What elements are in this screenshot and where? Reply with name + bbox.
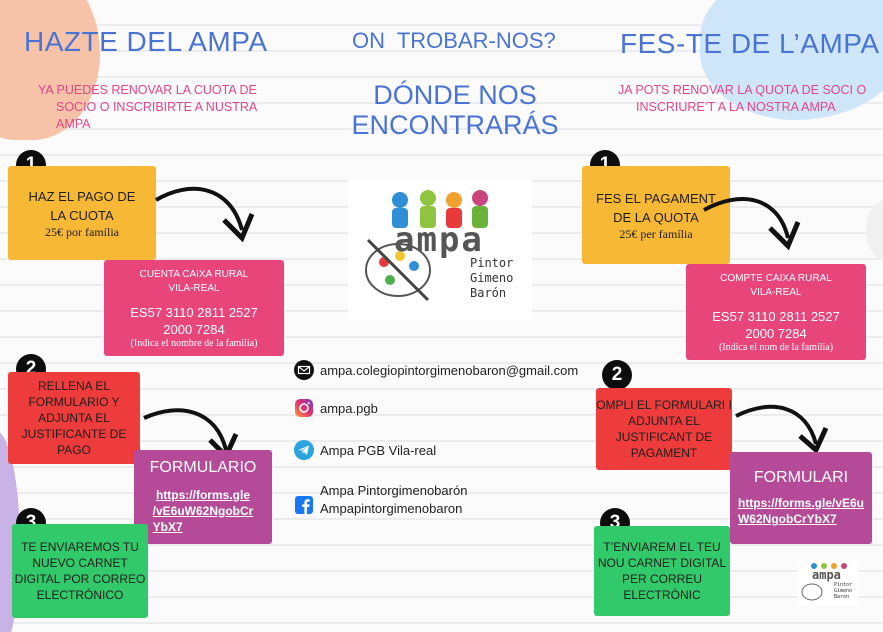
email-icon — [294, 360, 314, 380]
ampa-logo-small: ampa Pintor Gimeno Barón — [798, 560, 858, 606]
form-link[interactable]: https://forms.gle /vE6uW62NgobCr YbX7 — [152, 488, 254, 534]
step-2-box: RELLENA EL FORMULARIO Y ADJUNTA EL JUSTI… — [8, 372, 140, 464]
step-1-box: HAZ EL PAGO DE LA CUOTA 25€ por família — [8, 166, 156, 260]
step-2-box: OMPLI EL FORMULARI I ADJUNTA EL JUSTIFIC… — [596, 388, 732, 470]
left-subtitle: YA PUEDES RENOVAR LA CUOTA DE SOCIO O IN… — [38, 83, 258, 131]
email-contact[interactable]: ampa.colegiopintorgimenobaron@gmail.com — [294, 360, 578, 380]
decor-blob-top-right — [700, 0, 883, 120]
step-1-box: FES EL PAGAMENT DE LA QUOTA 25€ per famí… — [582, 166, 730, 264]
instagram-icon — [294, 398, 314, 418]
center-title-catalan: ON TROBAR-NOS? — [352, 28, 556, 53]
bank-account-box: COMPTE CAIXA RURAL VILA-REAL ES57 3110 2… — [686, 264, 866, 360]
arrow-icon — [703, 197, 801, 251]
telegram-contact[interactable]: Ampa PGB Vila-real — [294, 440, 436, 460]
right-subtitle: JA POTS RENOVAR LA QUOTA DE SOCI O INSCR… — [618, 83, 867, 114]
left-title: HAZTE DEL AMPA — [24, 26, 268, 57]
form-link[interactable]: https://forms.gle/vE6u W62NgobCrYbX7 — [737, 496, 865, 526]
right-title: FES-TE DE L’AMPA — [620, 28, 880, 59]
step-3-box: T’ENVIAREM EL TEU NOU CARNET DIGITAL PER… — [594, 526, 730, 616]
step-3-box: TE ENVIAREMOS TU NUEVO CARNET DIGITAL PO… — [12, 524, 148, 618]
arrow-icon — [154, 186, 255, 243]
decor-blob-right — [866, 200, 883, 260]
form-box: FORMULARIO https://forms.gle /vE6uW62Ngo… — [134, 450, 272, 544]
children-icon — [801, 563, 847, 601]
step-2-badge: 2 — [602, 360, 632, 390]
facebook-contact[interactable]: Ampa Pintorgimenobarón Ampapintorgimenob… — [294, 482, 467, 518]
center-title-spanish: DÓNDE NOS ENCONTRARÁS — [351, 80, 559, 140]
telegram-icon — [294, 440, 314, 460]
arrow-icon — [735, 404, 829, 455]
ampa-logo: ampa Pintor Gimeno Barón — [348, 180, 532, 320]
facebook-icon — [294, 495, 314, 515]
form-box: FORMULARI https://forms.gle/vE6u W62Ngob… — [730, 452, 872, 544]
children-icon — [365, 190, 488, 302]
bank-account-box: CUENTA CAIXA RURAL VILA-REAL ES57 3110 2… — [104, 260, 284, 356]
instagram-contact[interactable]: ampa.pgb — [294, 398, 378, 418]
